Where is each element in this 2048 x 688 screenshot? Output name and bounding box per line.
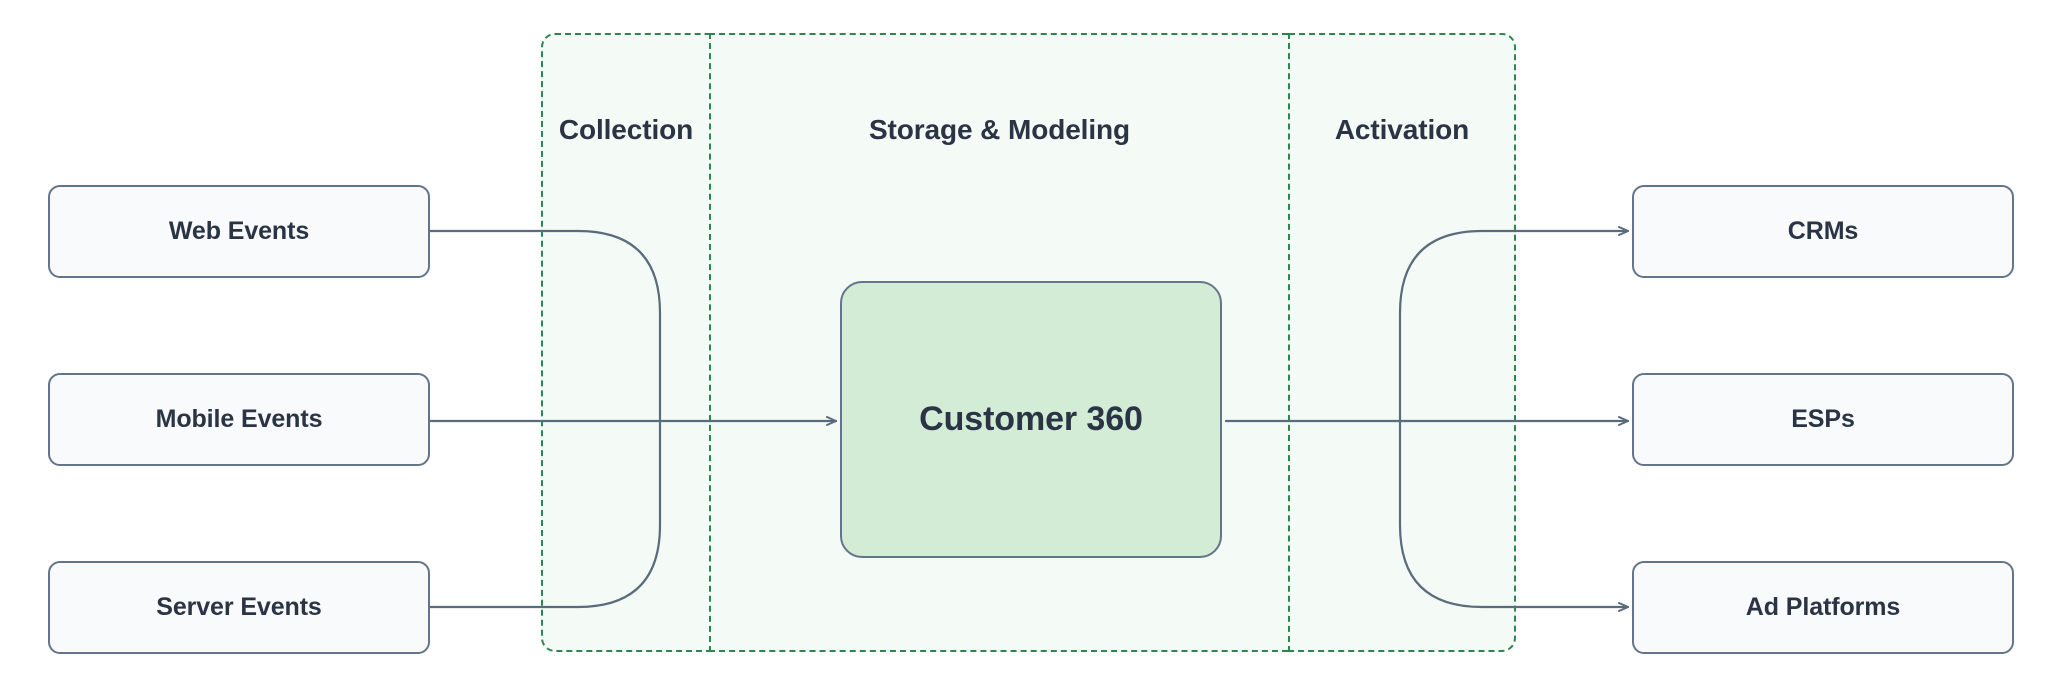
lane-collection-label: Collection xyxy=(558,114,694,145)
node-server-events[interactable]: Server Events xyxy=(48,561,430,654)
node-ad-platforms[interactable]: Ad Platforms xyxy=(1632,561,2014,654)
lane-collection[interactable]: Collection xyxy=(541,33,709,652)
node-ad-platforms-label: Ad Platforms xyxy=(1745,593,1901,621)
node-crms[interactable]: CRMs xyxy=(1632,185,2014,278)
node-web-events[interactable]: Web Events xyxy=(48,185,430,278)
node-esps[interactable]: ESPs xyxy=(1632,373,2014,466)
lane-storage-modeling-label: Storage & Modeling xyxy=(868,114,1131,145)
lane-activation[interactable]: Activation xyxy=(1288,33,1516,652)
lane-activation-label: Activation xyxy=(1334,114,1470,145)
node-web-events-label: Web Events xyxy=(168,217,310,245)
node-mobile-events-label: Mobile Events xyxy=(155,405,323,433)
node-mobile-events[interactable]: Mobile Events xyxy=(48,373,430,466)
node-server-events-label: Server Events xyxy=(156,593,322,621)
node-crms-label: CRMs xyxy=(1787,217,1859,245)
node-customer-360-label: Customer 360 xyxy=(919,400,1143,438)
node-esps-label: ESPs xyxy=(1791,405,1855,433)
node-customer-360[interactable]: Customer 360 xyxy=(840,281,1222,558)
